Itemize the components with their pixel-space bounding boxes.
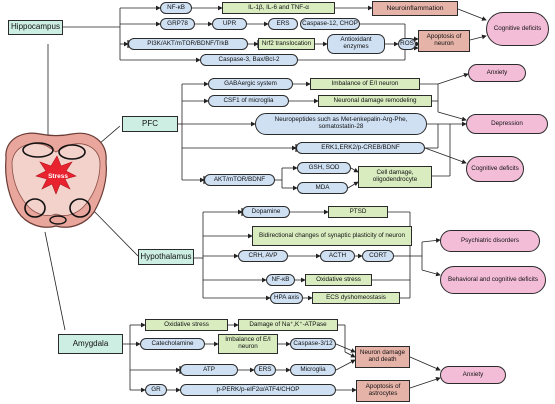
amy-atpase: Damage of Na⁺,K⁺-ATPase — [238, 319, 338, 331]
region-hypothalamus: Hypothalamus — [138, 249, 194, 265]
amy-catecholamine: Catecholamine — [140, 338, 205, 350]
pfc-gaba: GABAergic system — [208, 78, 293, 90]
region-amygdala: Amygdala — [58, 334, 123, 354]
amy-atp: ATP — [180, 364, 238, 376]
hip-caspase3: Caspase-3, Bax/Bcl-2 — [200, 54, 298, 66]
region-pfc: PFC — [122, 116, 178, 132]
hip-nfkb: NF-κB — [160, 2, 192, 14]
hyp-psychiatric: Psychiatric disorders — [440, 230, 540, 252]
hyp-dopamine: Dopamine — [242, 206, 290, 218]
region-hippocampus: Hippocampus — [8, 20, 63, 35]
pfc-akt: AKT/mTOR/BDNF — [204, 174, 275, 186]
amy-imbalance: Imbalance of E/I neuron — [218, 334, 278, 354]
hyp-acth: ACTH — [320, 250, 355, 262]
stress-label: Stress — [48, 172, 68, 180]
amy-astrocytes: Apoptosis of astrocytes — [356, 380, 410, 402]
hyp-ptsd: PTSD — [328, 206, 388, 218]
hip-grp78: GRP78 — [160, 18, 195, 30]
pfc-csf1: CSF1 of microglia — [208, 95, 289, 107]
hyp-behavioral: Behavioral and cognitive deficits — [440, 266, 546, 294]
hip-cytokines: IL-1β, IL-6 and TNF-α — [222, 2, 335, 14]
pfc-cell-damage: Cell damage, oligodendrocyte — [358, 166, 432, 188]
hip-ros: ROS — [398, 38, 416, 50]
pfc-neuropeptides: Neuropeptides such as Met-enkepalin-Arg-… — [255, 113, 427, 135]
pfc-mda: MDA — [297, 182, 348, 194]
pfc-erk: ERK1,ERK2/p-CREB/BDNF — [296, 142, 425, 154]
amy-ers: ERS — [254, 364, 276, 376]
hip-antioxidant: Antioxidant enzymes — [327, 34, 385, 54]
brain-illustration — [5, 132, 107, 228]
hip-ers: ERS — [268, 18, 298, 30]
hyp-plasticity: Bidirectional changes of synaptic plasti… — [252, 226, 412, 246]
hip-apoptosis: Apoptosis of neuron — [418, 30, 470, 52]
hip-neuroinflammation: Neuroinflammation — [372, 1, 458, 16]
hyp-crh: CRH, AVP — [238, 250, 288, 262]
amy-oxidative: Oxidative stress — [145, 319, 228, 331]
hyp-nfkb: NF-κB — [266, 274, 295, 286]
hyp-cort: CORT — [362, 250, 394, 262]
pfc-imbalance: Imbalance of E/I neuron — [310, 78, 420, 90]
amy-gr: GR — [145, 384, 167, 396]
hip-pi3k: PI3K/AKT/mTOR/BDNF/TrkB — [128, 38, 248, 50]
hip-upr: UPR — [212, 18, 247, 30]
amy-microglia: Microglia — [290, 364, 336, 376]
pfc-cognitive: Cognitive deficits — [466, 156, 524, 182]
hyp-hpa: HPA axis — [270, 292, 303, 304]
pfc-remodeling: Neuronal damage remodeling — [318, 95, 432, 107]
hyp-ecs: ECS dyshomeostasis — [312, 292, 400, 304]
pfc-depression: Depression — [466, 114, 548, 134]
hyp-oxidative: Oxidative stress — [305, 274, 372, 286]
hip-nrf2: Nrf2 translocation — [258, 38, 315, 50]
amy-perk: p-PERK/p-eIF2α/ATF4/CHOP — [180, 384, 336, 396]
hip-cognitive: Cognitive deficits — [486, 12, 549, 46]
amy-neuron-damage: Neuron damage and death — [355, 346, 410, 368]
amy-caspase312: Caspase-3/12 — [290, 338, 336, 350]
hip-caspase12: Caspase-12, CHOP — [300, 18, 360, 30]
pfc-anxiety: Anxiety — [468, 64, 526, 82]
pfc-gsh: GSH, SOD — [297, 162, 351, 174]
amy-anxiety: Anxiety — [440, 366, 506, 384]
